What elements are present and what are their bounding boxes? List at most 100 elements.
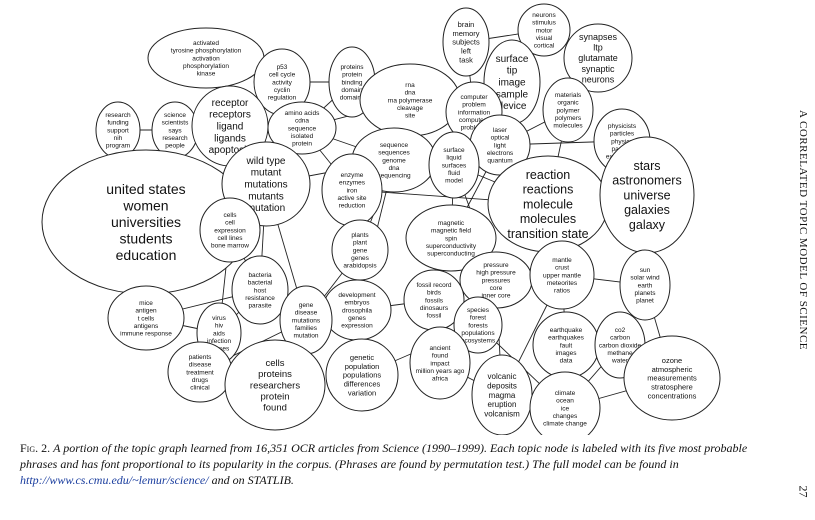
topic-node[interactable]: developmentembryosdrosophilagenesexpress…	[322, 279, 392, 341]
topic-phrase: drugs	[192, 377, 209, 384]
topic-phrase: information	[458, 109, 491, 116]
topic-phrase: differences	[344, 380, 381, 389]
topic-phrase: parasite	[248, 303, 272, 310]
topic-node[interactable]: united stateswomenuniversitiesstudentsed…	[41, 149, 251, 295]
topic-phrase: protein	[342, 72, 362, 79]
topic-phrase: domain	[341, 87, 363, 94]
topic-phrase: motor	[536, 27, 553, 34]
topic-phrase: bacteria	[248, 272, 272, 279]
topic-phrase: planets	[635, 290, 657, 297]
topic-phrase: solar wind	[630, 275, 660, 282]
topic-phrase: pressures	[482, 277, 511, 284]
topic-phrase: p53	[277, 64, 288, 71]
topic-phrase: ecosystems	[461, 338, 496, 345]
topic-phrase: genes	[348, 315, 366, 322]
topic-phrase: fault	[560, 342, 572, 349]
topic-phrase: fossil record	[416, 282, 451, 289]
topic-phrase: molecules	[553, 123, 583, 130]
topic-phrase: enzyme	[341, 172, 364, 179]
topic-phrase: cortical	[534, 43, 555, 50]
topic-phrase: says	[168, 127, 182, 134]
topic-phrase: cell	[225, 220, 235, 227]
topic-phrase: development	[338, 292, 375, 299]
topic-phrase: molecule	[523, 197, 573, 211]
topic-node[interactable]: geneticpopulationpopulationsdifferencesv…	[325, 338, 399, 412]
topic-phrase: t cells	[138, 315, 155, 322]
topic-phrase: carbon dioxide	[599, 342, 642, 349]
topic-phrase: population	[345, 362, 380, 371]
topic-phrase: ice	[561, 405, 570, 412]
topic-phrase: genome	[382, 157, 406, 164]
topic-phrase: kinase	[197, 71, 216, 78]
topic-phrase: genetic	[350, 353, 374, 362]
topic-phrase: polymers	[555, 115, 582, 122]
topic-phrase: forest	[470, 315, 486, 322]
topic-phrase: rna polymerase	[388, 97, 433, 104]
topic-phrase: protein	[260, 392, 289, 403]
topic-phrase: hiv	[215, 323, 224, 330]
topic-node[interactable]: reactionreactionsmoleculemoleculestransi…	[487, 155, 609, 253]
topic-phrase: ancient	[430, 345, 451, 352]
topic-phrase: cell cycle	[269, 72, 296, 79]
running-head: A CORRELATED TOPIC MODEL OF SCIENCE	[793, 80, 813, 380]
topic-phrase: optical	[491, 135, 510, 142]
page-number: 27	[796, 485, 811, 498]
topic-phrase: women	[122, 197, 168, 213]
topic-phrase: phosphorylation	[183, 63, 229, 70]
topic-phrase: united states	[106, 181, 185, 197]
topic-phrase: dna	[405, 90, 416, 97]
topic-node[interactable]: ozoneatmosphericmeasurementsstratosphere…	[623, 335, 721, 421]
topic-phrase: drosophila	[342, 307, 372, 314]
topic-phrase: organic	[557, 100, 579, 107]
caption-link[interactable]: http://www.cs.cmu.edu/~lemur/science/	[20, 473, 209, 487]
topic-phrase: galaxies	[624, 203, 670, 217]
topic-phrase: fluid	[448, 170, 460, 177]
topic-phrase: stratosphere	[651, 383, 693, 392]
topic-phrase: cdna	[295, 118, 309, 125]
topic-node-ellipse	[267, 101, 337, 155]
topic-phrase: mutations	[292, 317, 321, 324]
topic-phrase: virus	[212, 315, 226, 322]
topic-phrase: deposits	[487, 381, 517, 390]
topic-node-ellipse	[563, 23, 633, 93]
topic-phrase: mice	[139, 300, 153, 307]
topic-phrase: volcanic	[488, 372, 517, 381]
topic-node[interactable]: speciesforestforestspopulationsecosystem…	[453, 296, 503, 354]
topic-phrase: rna	[405, 82, 415, 89]
topic-phrase: upper mantle	[543, 272, 581, 279]
topic-phrase: variation	[348, 388, 376, 397]
topic-phrase: co2	[615, 327, 626, 334]
topic-phrase: mutants	[248, 191, 284, 202]
topic-phrase: students	[120, 230, 173, 246]
caption-label: Fig. 2.	[20, 441, 51, 455]
